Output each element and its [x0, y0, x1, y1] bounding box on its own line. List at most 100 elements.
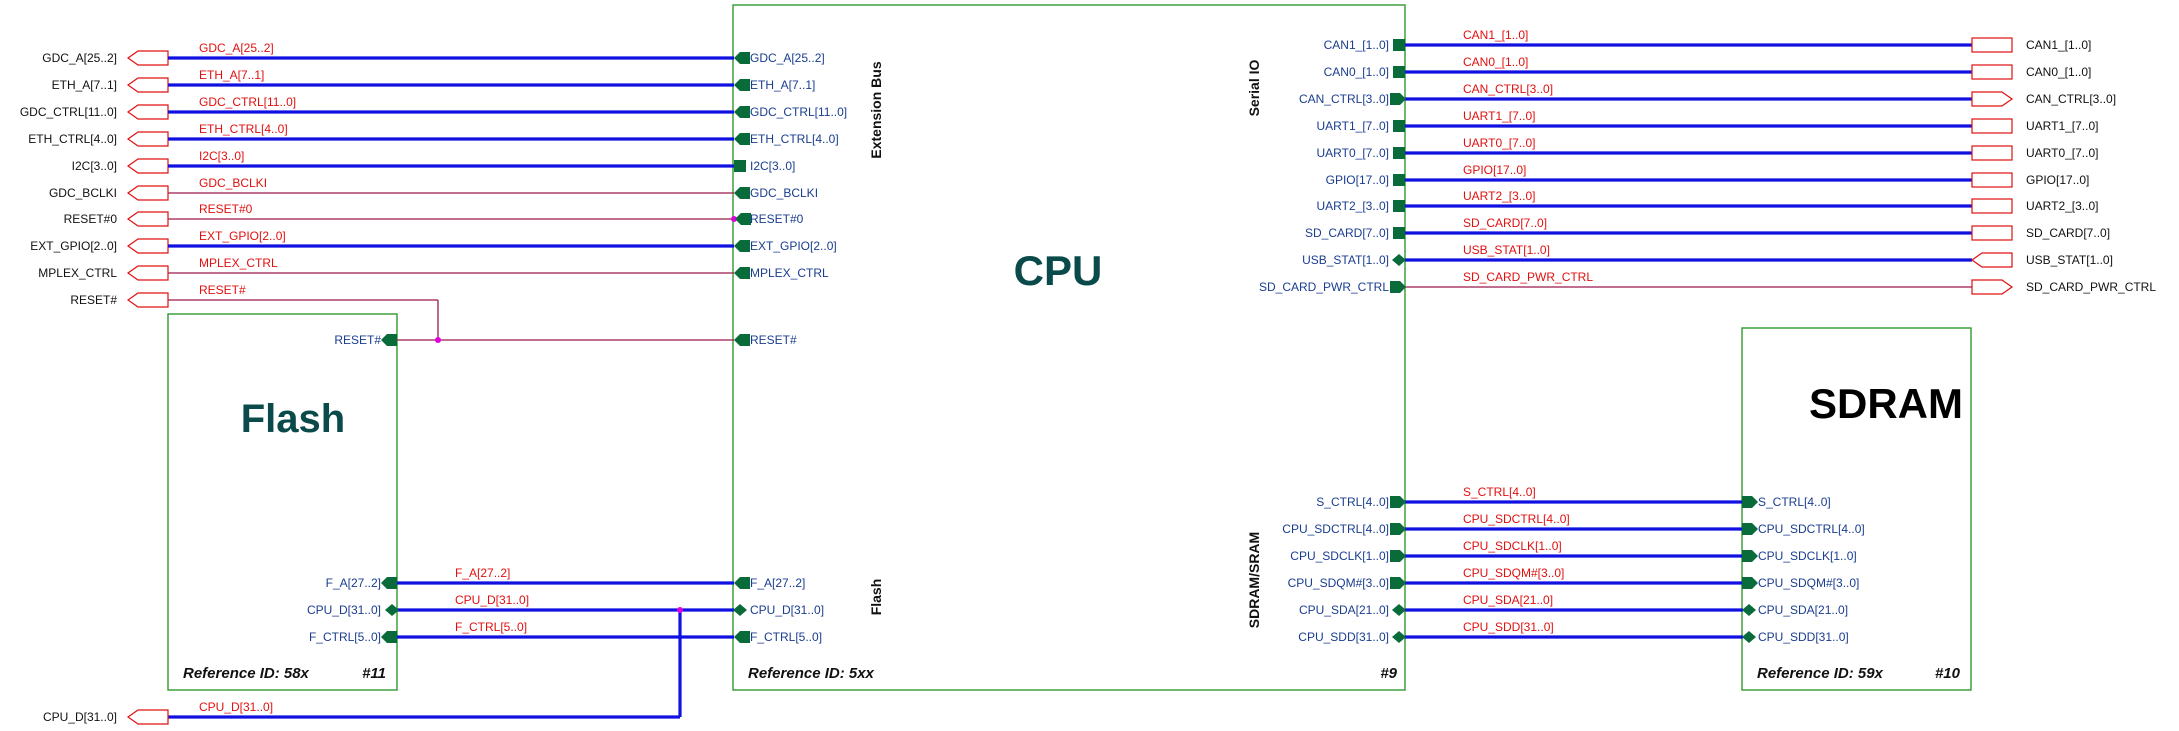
left-port-label: I2C[3..0]: [72, 159, 117, 173]
net-label: S_CTRL[4..0]: [1463, 485, 1536, 499]
right-port-label: UART2_[3..0]: [2026, 199, 2098, 213]
cpu-pin-marker: [1392, 631, 1406, 643]
cpu-pin-marker: [1390, 523, 1406, 535]
cpu-pin-marker: [1393, 66, 1405, 78]
cpu-pin-label: I2C[3..0]: [750, 159, 795, 173]
right-port-5[interactable]: [1971, 172, 2013, 188]
cpu-pin-label: UART2_[3..0]: [1317, 199, 1389, 213]
flash-pin-label: RESET#: [334, 333, 381, 347]
cpu-pin-label: RESET#: [750, 333, 797, 347]
net-label: GPIO[17..0]: [1463, 163, 1526, 177]
cpu-pin-marker: [734, 160, 746, 172]
left-port-9[interactable]: [126, 292, 169, 308]
cpu-pin-marker: [1393, 120, 1405, 132]
cpu-pin-label: CPU_SDA[21..0]: [1299, 603, 1389, 617]
sdram-reference-id: Reference ID: 59x: [1757, 665, 1884, 682]
net-label: UART2_[3..0]: [1463, 189, 1535, 203]
net-label: CPU_SDCLK[1..0]: [1463, 539, 1562, 553]
left-port-0[interactable]: [126, 50, 169, 66]
sdram-pin-label: S_CTRL[4..0]: [1758, 495, 1831, 509]
flash-pin-label: F_CTRL[5..0]: [309, 630, 381, 644]
right-port-4[interactable]: [1971, 145, 2013, 161]
left-port-4[interactable]: [126, 158, 169, 174]
cpu-pin-label: ETH_A[7..1]: [750, 78, 815, 92]
cpu-pin-marker: [1393, 147, 1405, 159]
right-port-2[interactable]: [1971, 91, 2014, 107]
flash-pin-marker: [381, 631, 397, 643]
cpu-pin-marker: [1390, 281, 1406, 293]
left-port-2[interactable]: [126, 104, 169, 120]
right-port-8[interactable]: [1970, 252, 2013, 268]
cpu-pin-marker: [1392, 254, 1406, 266]
sdram-pin-label: CPU_SDA[21..0]: [1758, 603, 1848, 617]
left-port-6[interactable]: [126, 211, 169, 227]
cpu-pin-label: SD_CARD[7..0]: [1305, 226, 1389, 240]
right-port-7[interactable]: [1971, 225, 2013, 241]
net-label: EXT_GPIO[2..0]: [199, 229, 286, 243]
net-label: RESET#0: [199, 202, 253, 216]
cpu-pin-marker: [734, 267, 750, 279]
sdram-pin-label: CPU_SDD[31..0]: [1758, 630, 1849, 644]
cpu-pin-marker: [733, 604, 747, 616]
right-port-0[interactable]: [1971, 37, 2013, 53]
net-label: CPU_SDD[31..0]: [1463, 620, 1554, 634]
left-port-label: GDC_BCLKI: [49, 186, 117, 200]
flash-pin-label: CPU_D[31..0]: [307, 603, 381, 617]
cpu-pin-marker: [1393, 227, 1405, 239]
cpu-pin-label: S_CTRL[4..0]: [1316, 495, 1389, 509]
net-label: UART0_[7..0]: [1463, 136, 1535, 150]
bottom-port[interactable]: [126, 709, 169, 725]
net-label: SD_CARD_PWR_CTRL: [1463, 270, 1593, 284]
cpu-pin-marker: [734, 133, 750, 145]
cpu-pin-label: RESET#0: [750, 212, 804, 226]
left-port-label: ETH_CTRL[4..0]: [28, 132, 117, 146]
section-sdram-sram: SDRAM/SRAM: [1246, 532, 1262, 628]
right-port-label: GPIO[17..0]: [2026, 173, 2089, 187]
cpu-pin-label: GPIO[17..0]: [1326, 173, 1389, 187]
left-port-label: EXT_GPIO[2..0]: [30, 239, 117, 253]
section-serial-io: Serial IO: [1246, 59, 1262, 116]
right-port-9[interactable]: [1971, 279, 2014, 295]
right-port-label: SD_CARD[7..0]: [2026, 226, 2110, 240]
left-port-label: GDC_CTRL[11..0]: [20, 105, 117, 119]
left-port-label: RESET#0: [64, 212, 118, 226]
cpu-pin-label: CPU_D[31..0]: [750, 603, 824, 617]
right-port-label: UART1_[7..0]: [2026, 119, 2098, 133]
cpu-pin-marker: [734, 106, 750, 118]
right-port-label: CAN_CTRL[3..0]: [2026, 92, 2116, 106]
cpu-pin-marker: [1393, 200, 1405, 212]
net-label: MPLEX_CTRL: [199, 256, 278, 270]
left-port-8[interactable]: [126, 265, 169, 281]
flash-block[interactable]: [167, 313, 398, 691]
left-port-label: ETH_A[7..1]: [52, 78, 117, 92]
left-port-1[interactable]: [126, 77, 169, 93]
cpu-block-number: #9: [1380, 665, 1397, 682]
cpu-pin-label: ETH_CTRL[4..0]: [750, 132, 839, 146]
cpu-block[interactable]: [732, 4, 1406, 691]
net-label: UART1_[7..0]: [1463, 109, 1535, 123]
sdram-block[interactable]: [1741, 327, 1972, 691]
right-port-3[interactable]: [1971, 118, 2013, 134]
net-label: CPU_D[31..0]: [455, 593, 529, 607]
left-port-label: MPLEX_CTRL: [38, 266, 117, 280]
right-port-6[interactable]: [1971, 198, 2013, 214]
net-label: I2C[3..0]: [199, 149, 244, 163]
cpu-pin-marker: [1393, 174, 1405, 186]
left-port-5[interactable]: [126, 185, 169, 201]
net-label: ETH_A[7..1]: [199, 68, 264, 82]
left-port-7[interactable]: [126, 238, 169, 254]
net-label: CPU_SDCTRL[4..0]: [1463, 512, 1570, 526]
sdram-pin-marker: [1742, 550, 1758, 562]
left-port-3[interactable]: [126, 131, 169, 147]
net-label: GDC_CTRL[11..0]: [199, 95, 296, 109]
right-port-1[interactable]: [1971, 64, 2013, 80]
cpu-pin-label: CPU_SDD[31..0]: [1298, 630, 1389, 644]
net-label: F_A[27..2]: [455, 566, 510, 580]
cpu-pin-label: UART0_[7..0]: [1317, 146, 1389, 160]
net-label: CPU_SDQM#[3..0]: [1463, 566, 1564, 580]
net-label: CAN_CTRL[3..0]: [1463, 82, 1553, 96]
junction-reset0: [731, 216, 737, 222]
cpu-reference-id: Reference ID: 5xx: [748, 665, 875, 682]
sdram-pin-marker: [1742, 577, 1758, 589]
